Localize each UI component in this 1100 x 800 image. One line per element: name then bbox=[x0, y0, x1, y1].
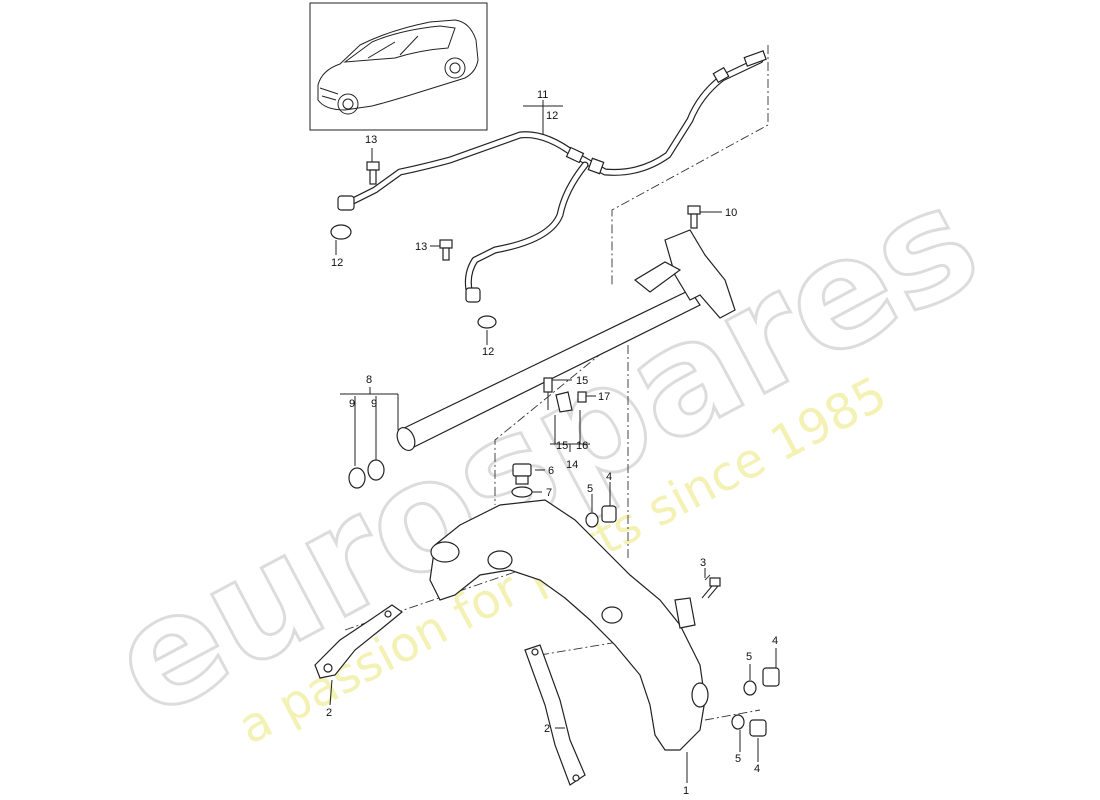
callout-12-left: 12 bbox=[331, 257, 343, 269]
o-ring-12-left bbox=[330, 224, 352, 240]
callout-4-mid: 4 bbox=[772, 635, 778, 647]
callout-15-bottom: 15 bbox=[556, 440, 568, 452]
coolant-pipe-8 bbox=[396, 229, 736, 451]
callout-16: 16 bbox=[576, 440, 588, 452]
seal-ring-5-upper bbox=[585, 512, 599, 528]
o-ring-9-a bbox=[348, 467, 366, 489]
callout-8: 8 bbox=[366, 374, 372, 386]
bolt-13-upper bbox=[366, 161, 380, 185]
bolt-13-lower bbox=[439, 239, 453, 261]
callout-15-top: 15 bbox=[576, 375, 588, 387]
seal-ring-7 bbox=[511, 486, 533, 498]
callout-9-b: 9 bbox=[371, 398, 377, 410]
plug-4-upper bbox=[601, 505, 617, 523]
bolt-10 bbox=[687, 205, 701, 229]
seal-ring-5-mid bbox=[743, 680, 757, 696]
leader-lines bbox=[329, 100, 777, 783]
gasket-2-left bbox=[314, 604, 403, 679]
callout-12-top: 12 bbox=[546, 110, 558, 122]
gasket-2-right bbox=[524, 644, 586, 786]
callout-6: 6 bbox=[548, 465, 554, 477]
callout-11: 11 bbox=[537, 89, 548, 101]
coolant-manifold-1 bbox=[429, 499, 709, 751]
o-ring-9-b bbox=[367, 459, 385, 481]
callout-5-mid: 5 bbox=[746, 651, 752, 663]
plug-6 bbox=[512, 463, 532, 485]
plug-4-lower bbox=[749, 719, 767, 737]
bolt-3 bbox=[701, 577, 721, 599]
coolant-hose-assembly bbox=[337, 50, 767, 303]
callout-3: 3 bbox=[700, 557, 706, 569]
callout-5-upper: 5 bbox=[587, 483, 593, 495]
callout-9-a: 9 bbox=[349, 398, 355, 410]
callout-14: 14 bbox=[566, 459, 578, 471]
car-icon bbox=[317, 19, 479, 115]
callout-10: 10 bbox=[725, 207, 737, 219]
callout-13-lower: 13 bbox=[415, 241, 427, 253]
callout-4-upper: 4 bbox=[606, 471, 612, 483]
callout-17: 17 bbox=[598, 391, 610, 403]
callout-2-right: 2 bbox=[544, 723, 550, 735]
o-ring-12-lower bbox=[477, 315, 497, 329]
callout-12-lower: 12 bbox=[482, 346, 494, 358]
seal-ring-5-lower bbox=[731, 714, 745, 730]
callout-7: 7 bbox=[546, 487, 552, 499]
thumbnail-frame bbox=[309, 2, 488, 131]
callout-2-left: 2 bbox=[326, 707, 332, 719]
plug-4-mid bbox=[762, 667, 780, 687]
vehicle-thumbnail bbox=[309, 2, 488, 131]
callout-4-lower: 4 bbox=[754, 763, 760, 775]
callout-5-lower: 5 bbox=[735, 753, 741, 765]
sensor-assembly bbox=[543, 377, 587, 413]
callout-1: 1 bbox=[683, 785, 689, 797]
callout-13-upper: 13 bbox=[365, 134, 377, 146]
callouts: 13 12 11 12 13 12 10 8 9 9 15 17 15 16 1… bbox=[326, 89, 778, 797]
